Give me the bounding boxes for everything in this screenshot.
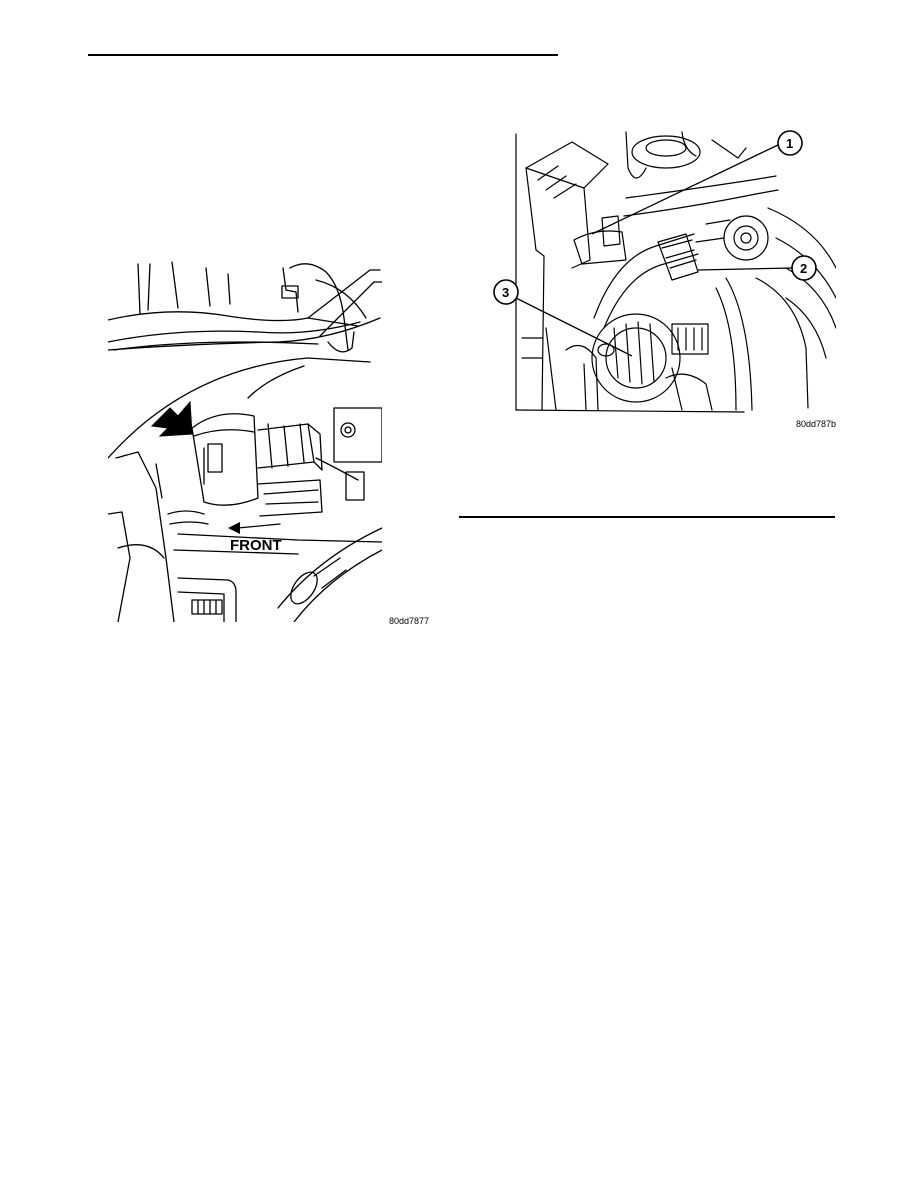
callout-1-label: 1	[786, 136, 793, 151]
header-rule	[88, 54, 558, 56]
engine-drawing-left: FRONT	[108, 261, 382, 622]
callout-3-label: 3	[502, 285, 509, 300]
figure-left-illustration: FRONT	[108, 258, 382, 622]
section-rule	[459, 516, 835, 518]
front-direction-label: FRONT	[230, 537, 282, 554]
callout-2-circle	[791, 255, 817, 281]
callout-1-circle	[777, 130, 803, 156]
callout-3-circle	[493, 279, 519, 305]
engine-drawing-right: 1 2 3	[493, 130, 836, 413]
figure-right-illustration: 1 2 3	[486, 128, 836, 418]
figure-right-code: 80dd787b	[796, 419, 837, 429]
figure-left-code: 80dd7877	[389, 616, 430, 626]
callout-2-label: 2	[800, 261, 807, 276]
